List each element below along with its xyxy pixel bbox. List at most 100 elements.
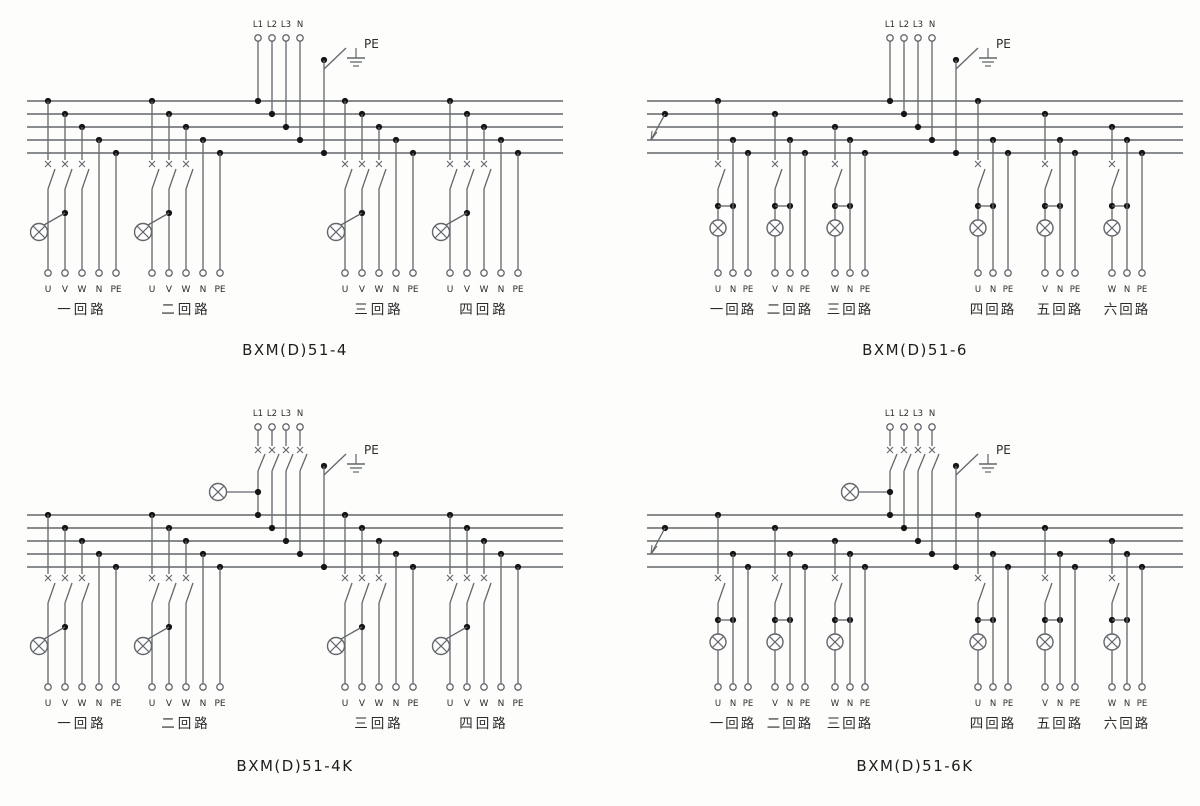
breaker-contact-icon (44, 160, 52, 168)
junction-dot (886, 97, 894, 105)
circuit-label: 四回路 (459, 302, 509, 318)
wire (61, 160, 69, 168)
circuit-label: 二回路 (767, 302, 814, 318)
terminal-label: N (1124, 699, 1130, 709)
breaker-blade (889, 453, 898, 472)
wire (148, 574, 156, 582)
terminal-label: N (498, 699, 505, 709)
wire (1105, 221, 1119, 235)
terminal (928, 34, 936, 42)
terminal (148, 683, 156, 691)
wire (974, 574, 982, 582)
terminal (268, 423, 276, 431)
terminal (480, 683, 488, 691)
terminal-label: V (464, 699, 471, 709)
wire (147, 626, 170, 640)
terminal (216, 683, 224, 691)
terminal-label: U (447, 285, 454, 295)
terminal-label: PE (1070, 699, 1081, 709)
wire (831, 160, 839, 168)
indicator-lamp-icon (133, 636, 153, 656)
terminal-label: V (464, 285, 471, 295)
circuit-label: 二回路 (767, 716, 814, 732)
breaker-contact-icon (463, 160, 471, 168)
terminal-label: PE (1137, 285, 1148, 295)
terminal-label: PE (860, 699, 871, 709)
terminal (375, 683, 383, 691)
incoming-label: N (929, 20, 935, 30)
incoming-label: N (929, 409, 935, 419)
wire (1105, 635, 1119, 649)
terminal-label: N (990, 285, 996, 295)
terminal-label: PE (743, 699, 754, 709)
breaker-blade (257, 453, 266, 472)
terminal (216, 269, 224, 277)
breaker-contact-icon (1041, 160, 1049, 168)
terminal (182, 269, 190, 277)
terminal (480, 269, 488, 277)
wire (182, 574, 190, 582)
terminal-label: N (498, 285, 505, 295)
terminal (771, 683, 779, 691)
wire (714, 160, 722, 168)
pe-label: PE (996, 37, 1011, 51)
wire (282, 446, 290, 454)
terminal (786, 683, 794, 691)
breaker-contact-icon (268, 446, 276, 454)
terminal (95, 269, 103, 277)
wire (147, 212, 170, 226)
wire (828, 221, 842, 235)
wire (1041, 574, 1049, 582)
breaker-contact-icon (44, 574, 52, 582)
terminal-label: V (772, 699, 778, 709)
terminal-label: W (182, 699, 191, 709)
junction-dot (446, 511, 454, 519)
junction-dot (974, 511, 982, 519)
circuit-label: 二回路 (161, 302, 211, 318)
incoming-label: L3 (913, 409, 923, 419)
terminal (44, 683, 52, 691)
breaker-contact-icon (296, 446, 304, 454)
breaker-blade (285, 453, 294, 472)
terminal-label: U (715, 699, 721, 709)
breaker-blade (151, 168, 160, 190)
wire (61, 574, 69, 582)
terminal-label: N (96, 699, 103, 709)
wire (843, 485, 857, 499)
breaker-blade (774, 582, 783, 604)
terminal (182, 683, 190, 691)
terminal (1123, 683, 1131, 691)
terminal (1123, 269, 1131, 277)
terminal-label: N (990, 699, 996, 709)
terminal (296, 423, 304, 431)
wire (329, 225, 343, 239)
terminal-label: PE (1003, 699, 1014, 709)
wire (1041, 160, 1049, 168)
terminal-label: U (975, 699, 981, 709)
wire (78, 574, 86, 582)
breaker-contact-icon (78, 160, 86, 168)
breaker-contact-icon (61, 160, 69, 168)
incoming-label: L1 (253, 409, 263, 419)
breaker-blade (931, 453, 940, 472)
wire (329, 639, 343, 653)
terminal-label: W (1108, 699, 1117, 709)
terminal (831, 683, 839, 691)
terminal (1056, 683, 1064, 691)
terminal-label: N (393, 285, 400, 295)
breaker-blade (168, 168, 177, 190)
junction-dot (952, 149, 960, 157)
terminal-label: N (393, 699, 400, 709)
wire (446, 574, 454, 582)
terminal (282, 423, 290, 431)
indicator-lamp-icon (431, 222, 451, 242)
terminal (112, 269, 120, 277)
terminal (900, 423, 908, 431)
